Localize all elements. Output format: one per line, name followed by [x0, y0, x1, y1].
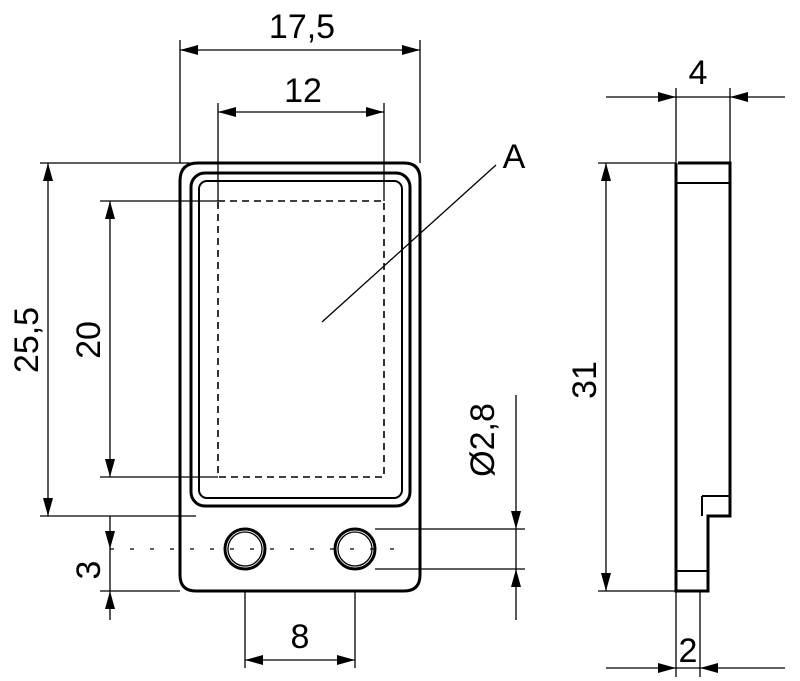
- mounting-hole-left: [223, 527, 267, 571]
- front-dimensions: 17,5 12 25,5 20 3 8: [8, 8, 526, 668]
- window-frame-inner: [198, 180, 403, 499]
- mounting-hole-left-inner: [227, 531, 263, 567]
- side-outline: [674, 161, 732, 593]
- side-view: [674, 161, 732, 593]
- dim-hole-offset: 3: [70, 561, 108, 580]
- dim-side-step: 2: [679, 632, 698, 670]
- leader-line-a: [321, 164, 497, 323]
- label-area-dashed: [217, 200, 385, 478]
- dim-width-window: 12: [284, 72, 322, 110]
- window-frame-outer: [189, 171, 412, 508]
- front-view: [110, 161, 497, 593]
- label-a: A: [503, 138, 526, 176]
- dim-width-total: 17,5: [269, 8, 335, 46]
- dim-height-window: 20: [70, 321, 108, 359]
- side-dimensions: 4 31 2: [566, 54, 785, 677]
- mounting-hole-right-inner: [337, 531, 373, 567]
- dim-side-thickness: 4: [689, 54, 708, 92]
- dim-side-height: 31: [566, 361, 604, 399]
- mounting-hole-right: [333, 527, 377, 571]
- dim-hole-diameter: Ø2,8: [464, 403, 502, 477]
- front-outline: [178, 161, 422, 593]
- dim-hole-spacing: 8: [291, 618, 310, 656]
- dim-height-total: 25,5: [8, 307, 46, 373]
